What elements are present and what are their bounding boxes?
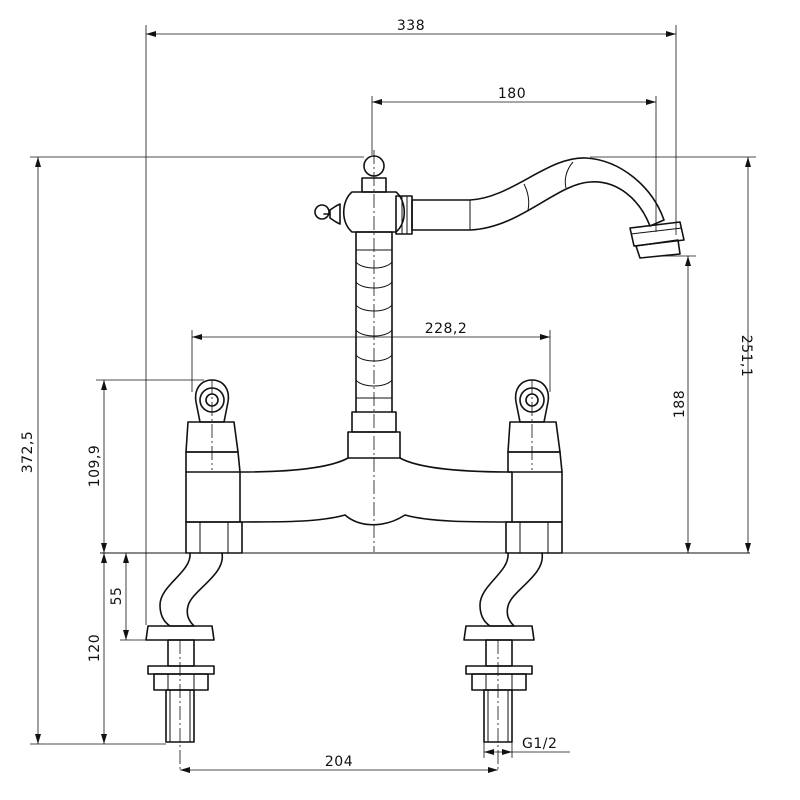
left-leg-pipe: [159, 552, 223, 627]
aerator-ring: [630, 227, 683, 235]
left-hex-face: [199, 521, 229, 554]
spout-seam: [564, 161, 574, 189]
body-height-label: 109,9: [87, 445, 103, 488]
left-leg: [145, 521, 243, 743]
arrowhead: [666, 31, 676, 37]
right-hex-nut: [505, 521, 563, 554]
arrowhead: [146, 31, 156, 37]
overall-width-label: 338: [397, 18, 425, 34]
arrowhead: [540, 334, 550, 340]
left-body-end: [185, 471, 241, 523]
arrowhead: [180, 767, 190, 773]
thread-size-label: G1/2: [522, 736, 557, 752]
arrowhead: [488, 767, 498, 773]
right-leg: [463, 521, 563, 743]
arrowhead: [35, 734, 41, 744]
arrowhead: [646, 99, 656, 105]
left-valve-body: [185, 451, 241, 473]
handle-spacing-label: 228,2: [425, 321, 468, 337]
spout-seam: [523, 183, 530, 211]
lever-knob: [314, 204, 330, 220]
left-shank-upper: [167, 639, 195, 667]
left-washer: [147, 665, 215, 675]
arrowhead: [101, 543, 107, 553]
spout-reach-label: 180: [498, 86, 526, 102]
arrowhead: [685, 256, 691, 266]
arrowhead: [123, 630, 129, 640]
arrowhead: [484, 749, 494, 755]
column-rib: [355, 379, 393, 387]
arrowhead: [101, 734, 107, 744]
left-escutcheon: [145, 625, 215, 641]
right-valve-cap: [507, 421, 561, 453]
side-lever: [329, 203, 341, 225]
right-handle-stem: [514, 379, 550, 423]
arrowhead: [685, 543, 691, 553]
shank-centers-label: 204: [325, 754, 353, 770]
right-lock-nut: [471, 673, 527, 691]
spout-outlet-height-label: 188: [672, 390, 688, 418]
arrowhead: [745, 157, 751, 167]
arrowhead: [192, 334, 202, 340]
faucet-outline: [100, 155, 750, 743]
arrowhead: [123, 553, 129, 563]
spout-height-label: 251,1: [738, 335, 754, 378]
overall-height-label: 372,5: [20, 431, 36, 474]
shank-length-label: 120: [87, 634, 103, 662]
left-handle-stem: [194, 379, 230, 423]
left-lock-nut: [153, 673, 209, 691]
left-hex-nut: [185, 521, 243, 554]
arrowhead: [35, 157, 41, 167]
right-body-end: [511, 471, 563, 523]
arrowhead: [372, 99, 382, 105]
centerlines: [179, 150, 533, 770]
right-washer: [465, 665, 533, 675]
spout: [411, 157, 665, 231]
aerator-tip: [635, 239, 681, 259]
bridge-body: [239, 457, 513, 526]
right-hex-face: [519, 521, 549, 554]
right-escutcheon: [463, 625, 535, 641]
arrowhead: [101, 380, 107, 390]
aerator: [629, 221, 685, 247]
right-valve-body: [507, 451, 563, 473]
arrowhead: [502, 749, 512, 755]
leg-offset-label: 55: [109, 587, 125, 606]
arrowhead: [101, 553, 107, 563]
dimension-lines: 338 180 228,2 372,5 251,1 188: [20, 18, 756, 773]
left-handle: [185, 379, 241, 473]
right-leg-pipe: [479, 552, 543, 627]
right-handle: [507, 379, 563, 473]
arrowhead: [745, 543, 751, 553]
right-shank-upper: [485, 639, 513, 667]
